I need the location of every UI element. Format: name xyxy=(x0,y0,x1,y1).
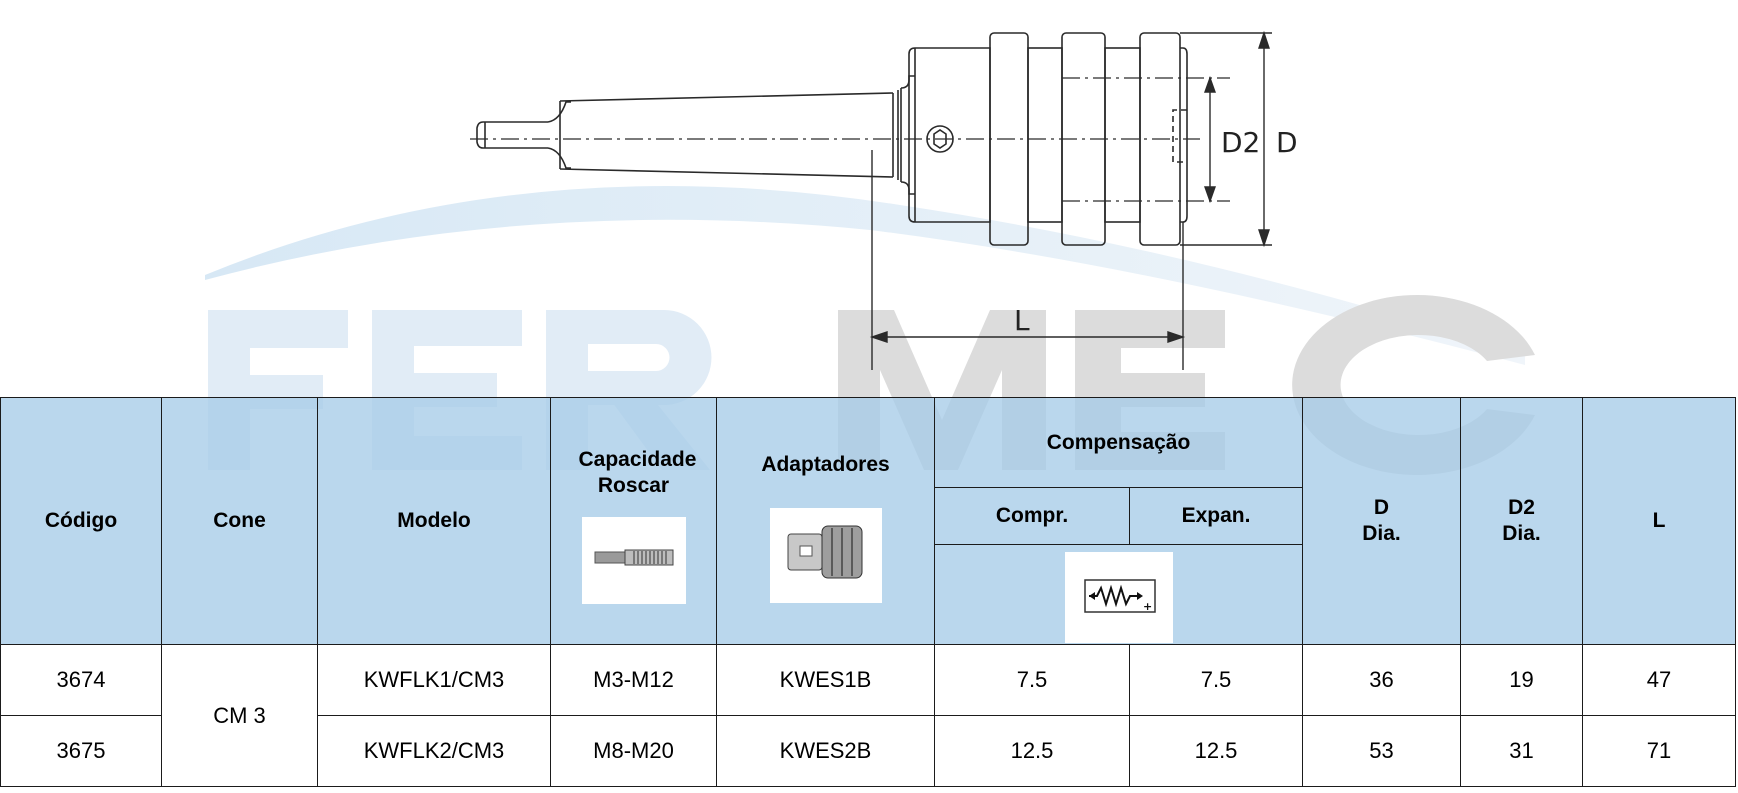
cell-compr: 12.5 xyxy=(934,715,1130,787)
table-row: 3674 CM 3 KWFLK1/CM3 M3-M12 KWES1B 7.5 7… xyxy=(0,644,1737,787)
dim-label-d2: D2 xyxy=(1221,126,1260,159)
cell-modelo: KWFLK2/CM3 xyxy=(317,715,551,787)
cell-adaptadores: KWES2B xyxy=(716,715,935,787)
svg-text:+: + xyxy=(1143,600,1152,613)
cell-codigo: 3675 xyxy=(0,715,162,787)
header-capacidade: Capacidade Roscar xyxy=(578,447,697,497)
header-d2-bottom: Dia. xyxy=(1502,522,1541,545)
header-spring-icon-cell: + xyxy=(933,544,1304,645)
dim-label-d: D xyxy=(1276,126,1298,159)
header-expan: Expan. xyxy=(1128,487,1304,545)
cell-l: 47 xyxy=(1582,644,1737,716)
dim-label-l: L xyxy=(1014,304,1030,337)
cell-d: 36 xyxy=(1302,644,1462,716)
cell-adaptadores: KWES1B xyxy=(716,644,935,716)
cell-d2: 31 xyxy=(1460,715,1584,787)
cell-d2: 19 xyxy=(1460,644,1584,716)
header-adaptadores: Adaptadores xyxy=(761,452,890,476)
header-d-top: D xyxy=(1373,496,1390,519)
cell-codigo: 3674 xyxy=(0,644,162,716)
adapter-icon xyxy=(769,507,882,603)
spec-table: Código Cone Modelo Capacidade Roscar xyxy=(0,397,1737,787)
cell-d: 53 xyxy=(1302,715,1462,787)
cell-capacidade: M8-M20 xyxy=(550,715,717,787)
cell-capacidade: M3-M12 xyxy=(550,644,717,716)
table-row: 3675 KWFLK2/CM3 M8-M20 KWES2B 12.5 12.5 … xyxy=(0,715,1737,787)
header-codigo: Código xyxy=(0,397,162,645)
header-compensacao: Compensação xyxy=(933,397,1304,488)
tap-chuck-drawing: D2 D L xyxy=(470,30,1298,370)
header-cone: Cone xyxy=(161,397,318,645)
cell-l: 71 xyxy=(1582,715,1737,787)
header-l: L xyxy=(1582,397,1737,645)
header-compr: Compr. xyxy=(934,487,1130,545)
spring-icon: + xyxy=(1064,552,1173,643)
header-modelo: Modelo xyxy=(317,397,551,645)
cell-expan: 12.5 xyxy=(1128,715,1304,787)
cell-modelo: KWFLK1/CM3 xyxy=(317,644,551,716)
header-d-cell: D Dia. xyxy=(1302,397,1462,645)
cell-expan: 7.5 xyxy=(1128,644,1304,716)
header-d2-top: D2 xyxy=(1508,496,1535,519)
header-d2-cell: D2 Dia. xyxy=(1460,397,1584,645)
cell-cone: CM 3 xyxy=(161,644,318,787)
header-d-bottom: Dia. xyxy=(1362,522,1401,545)
header-adaptadores-cell: Adaptadores xyxy=(716,397,935,645)
tap-icon xyxy=(581,516,686,604)
header-capacidade-cell: Capacidade Roscar xyxy=(550,397,717,645)
cell-compr: 7.5 xyxy=(934,644,1130,716)
